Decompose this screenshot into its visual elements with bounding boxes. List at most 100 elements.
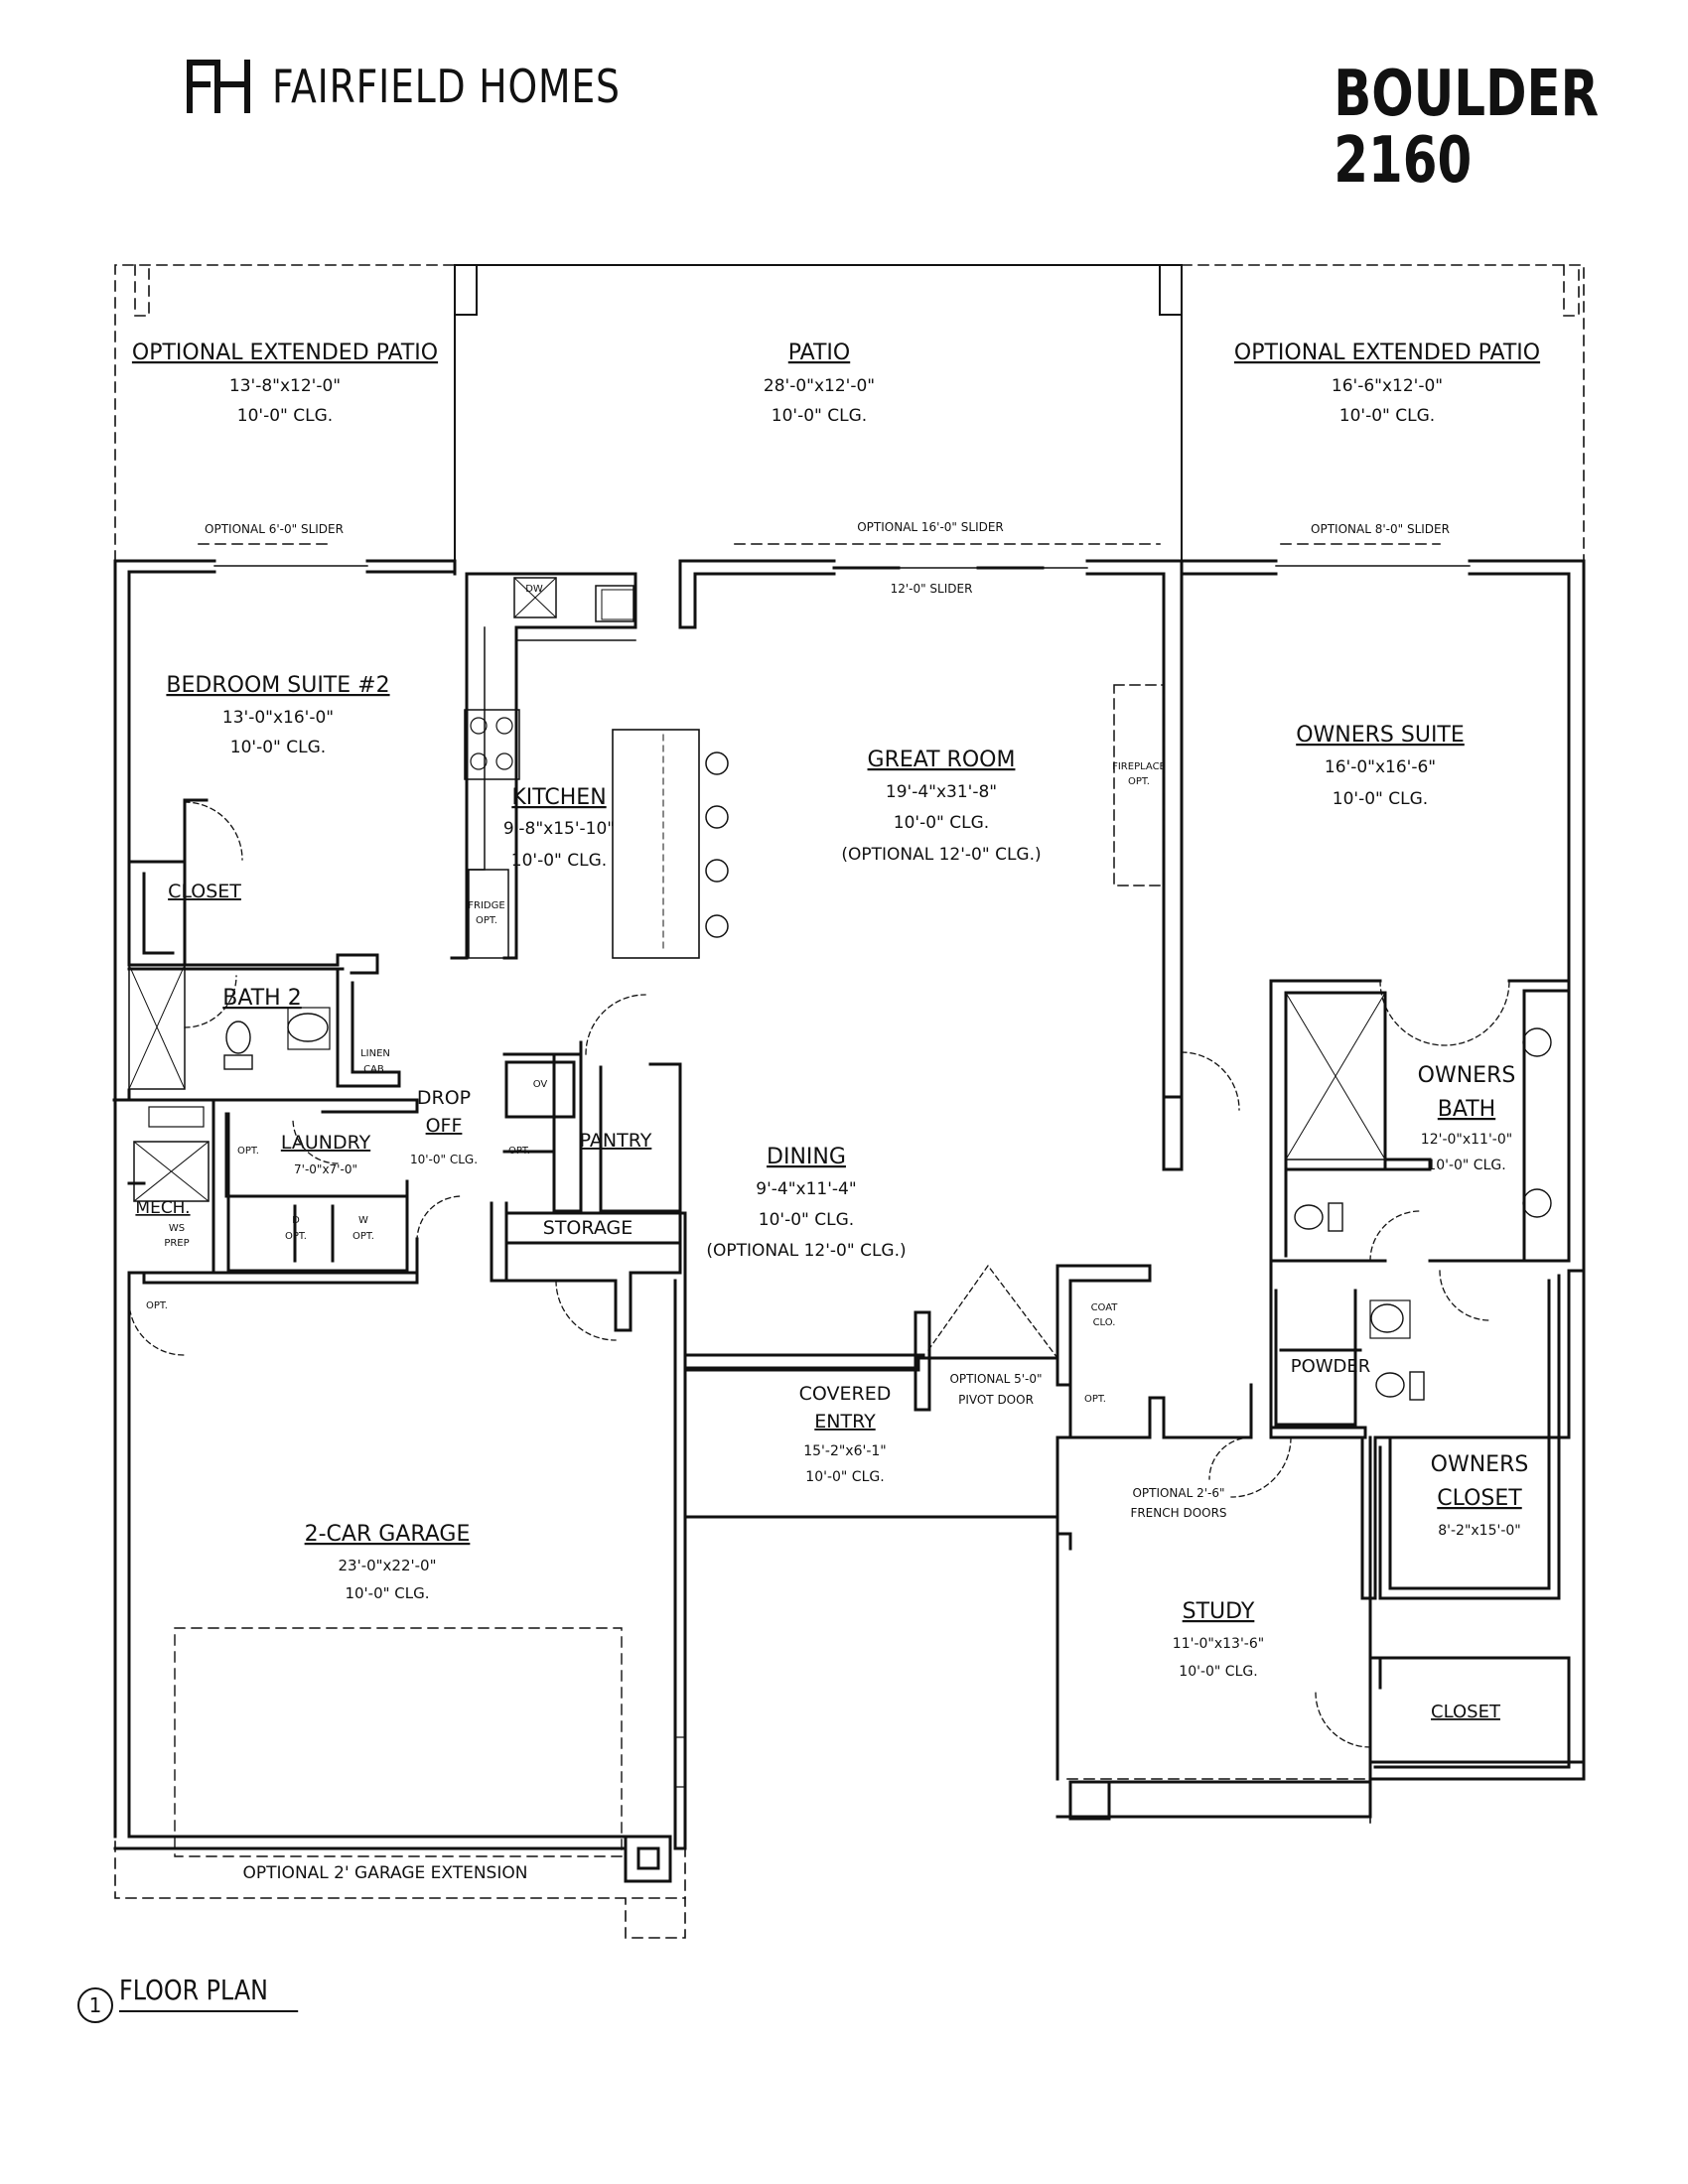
note-dryer-opt: OPT. [285, 1231, 307, 1242]
svg-text:STORAGE: STORAGE [543, 1217, 633, 1239]
svg-text:13'-8"x12'-0": 13'-8"x12'-0" [229, 376, 341, 396]
note-french-1: OPTIONAL 2'-6" [1132, 1486, 1224, 1500]
note-oven: OV [533, 1079, 548, 1090]
svg-text:DINING: DINING [767, 1145, 846, 1169]
svg-text:OPTIONAL EXTENDED PATIO: OPTIONAL EXTENDED PATIO [132, 341, 438, 365]
svg-text:BATH: BATH [1438, 1097, 1495, 1122]
svg-text:OFF: OFF [426, 1115, 463, 1137]
svg-text:2-CAR GARAGE: 2-CAR GARAGE [305, 1522, 471, 1547]
note-fireplace: FIREPLACE [1112, 761, 1166, 772]
svg-text:8'-2"x15'-0": 8'-2"x15'-0" [1438, 1523, 1521, 1539]
svg-text:10'-0" CLG.: 10'-0" CLG. [805, 1469, 884, 1485]
note-garage-extension: OPTIONAL 2' GARAGE EXTENSION [243, 1863, 528, 1883]
room-closet-bed2: CLOSET [168, 881, 241, 902]
note-coat-clo: CLO. [1093, 1317, 1116, 1328]
room-kitchen: KITCHEN 9'-8"x15'-10" 10'-0" CLG. [503, 785, 615, 871]
room-opt-patio-right: OPTIONAL EXTENDED PATIO 16'-6"x12'-0" 10… [1234, 341, 1540, 426]
note-coat: COAT [1091, 1302, 1119, 1313]
svg-text:OWNERS: OWNERS [1418, 1063, 1516, 1088]
note-dw: DW [525, 584, 543, 595]
patio-outline [454, 264, 1183, 562]
room-closet-study: CLOSET [1431, 1702, 1501, 1722]
note-pivot-1: OPTIONAL 5'-0" [949, 1372, 1042, 1386]
svg-text:19'-4"x31'-8": 19'-4"x31'-8" [886, 782, 997, 802]
svg-text:10'-0" CLG.: 10'-0" CLG. [759, 1210, 854, 1230]
svg-text:DROP: DROP [417, 1087, 471, 1109]
svg-text:WS: WS [169, 1223, 185, 1234]
svg-text:STUDY: STUDY [1183, 1599, 1255, 1624]
note-coat-opt: OPT. [1084, 1394, 1106, 1405]
garage-door-outline [174, 1627, 623, 1857]
brand-name: FAIRFIELD HOMES [272, 60, 621, 113]
svg-text:POWDER: POWDER [1291, 1356, 1371, 1377]
note-linen-cab: CAB. [363, 1064, 387, 1075]
note-pivot-2: PIVOT DOOR [958, 1393, 1034, 1407]
svg-text:ENTRY: ENTRY [814, 1411, 876, 1433]
svg-text:MECH.: MECH. [135, 1198, 190, 1218]
note-sink-opt: OPT. [237, 1146, 259, 1157]
note-slider-12: 12'-0" SLIDER [891, 582, 973, 596]
room-great-room: GREAT ROOM 19'-4"x31'-8" 10'-0" CLG. (OP… [841, 748, 1041, 865]
svg-text:15'-2"x6'-1": 15'-2"x6'-1" [803, 1443, 887, 1459]
svg-text:COVERED: COVERED [799, 1383, 892, 1405]
note-garage-opt: OPT. [146, 1300, 168, 1311]
svg-text:10'-0" CLG.: 10'-0" CLG. [410, 1153, 478, 1166]
note-slider-16: OPTIONAL 16'-0" SLIDER [857, 520, 1004, 534]
svg-text:KITCHEN: KITCHEN [511, 785, 606, 810]
svg-text:OWNERS SUITE: OWNERS SUITE [1296, 723, 1465, 748]
room-drop-off: DROP OFF 10'-0" CLG. [410, 1087, 478, 1166]
note-fireplace-opt: OPT. [1128, 776, 1150, 787]
room-pantry: PANTRY [580, 1130, 652, 1152]
svg-text:11'-0"x13'-6": 11'-0"x13'-6" [1173, 1636, 1264, 1652]
room-owners-bath: OWNERS BATH 12'-0"x11'-0" 10'-0" CLG. [1418, 1063, 1516, 1173]
room-owners-suite: OWNERS SUITE 16'-0"x16'-6" 10'-0" CLG. [1296, 723, 1465, 809]
room-powder: POWDER [1291, 1356, 1371, 1377]
note-slider-6: OPTIONAL 6'-0" SLIDER [205, 522, 344, 536]
opt-patio-right-outline [1181, 264, 1585, 562]
room-patio: PATIO 28'-0"x12'-0" 10'-0" CLG. [764, 341, 875, 426]
svg-text:BEDROOM SUITE #2: BEDROOM SUITE #2 [166, 673, 389, 698]
plan-caption: 1 FLOOR PLAN [77, 1974, 330, 2023]
svg-text:LAUNDRY: LAUNDRY [281, 1132, 371, 1154]
svg-text:PANTRY: PANTRY [580, 1130, 652, 1152]
svg-text:9'-8"x15'-10": 9'-8"x15'-10" [503, 819, 615, 839]
svg-text:10'-0" CLG.: 10'-0" CLG. [772, 406, 867, 426]
brand: FAIRFIELD HOMES [185, 58, 697, 115]
svg-text:PREP: PREP [164, 1238, 189, 1249]
plan-number: 1 [77, 1987, 113, 2023]
svg-text:10'-0" CLG.: 10'-0" CLG. [345, 1584, 429, 1602]
plan-title: FLOOR PLAN [119, 1974, 299, 2012]
room-study: STUDY 11'-0"x13'-6" 10'-0" CLG. [1173, 1599, 1264, 1680]
note-slider-8: OPTIONAL 8'-0" SLIDER [1311, 522, 1450, 536]
room-covered-entry: COVERED ENTRY 15'-2"x6'-1" 10'-0" CLG. [799, 1383, 892, 1485]
svg-text:16'-0"x16'-6": 16'-0"x16'-6" [1325, 757, 1436, 777]
svg-text:16'-6"x12'-0": 16'-6"x12'-0" [1332, 376, 1443, 396]
svg-text:10'-0" CLG.: 10'-0" CLG. [1339, 406, 1435, 426]
svg-text:CLOSET: CLOSET [1437, 1486, 1522, 1511]
room-mech: MECH. WS PREP [135, 1198, 190, 1249]
note-fridge-opt: OPT. [476, 915, 497, 926]
svg-text:CLOSET: CLOSET [168, 881, 241, 902]
svg-text:OPTIONAL EXTENDED PATIO: OPTIONAL EXTENDED PATIO [1234, 341, 1540, 365]
model-name: BOULDER [1334, 58, 1599, 131]
svg-text:7'-0"x7'-0": 7'-0"x7'-0" [294, 1162, 357, 1176]
note-french-2: FRENCH DOORS [1130, 1506, 1226, 1520]
svg-text:GREAT ROOM: GREAT ROOM [868, 748, 1016, 772]
svg-text:(OPTIONAL 12'-0" CLG.): (OPTIONAL 12'-0" CLG.) [841, 845, 1041, 865]
room-dining: DINING 9'-4"x11'-4" 10'-0" CLG. (OPTIONA… [706, 1145, 906, 1261]
room-opt-patio-left: OPTIONAL EXTENDED PATIO 13'-8"x12'-0" 10… [132, 341, 438, 426]
model-number: 2160 [1334, 124, 1473, 199]
svg-text:10'-0" CLG.: 10'-0" CLG. [511, 851, 607, 871]
note-washer: W [358, 1215, 368, 1226]
svg-text:13'-0"x16'-0": 13'-0"x16'-0" [222, 708, 334, 728]
svg-text:10'-0" CLG.: 10'-0" CLG. [230, 738, 326, 757]
svg-text:(OPTIONAL 12'-0" CLG.): (OPTIONAL 12'-0" CLG.) [706, 1241, 906, 1261]
svg-text:10'-0" CLG.: 10'-0" CLG. [894, 813, 989, 833]
svg-text:CLOSET: CLOSET [1431, 1702, 1501, 1722]
svg-text:12'-0"x11'-0": 12'-0"x11'-0" [1421, 1132, 1512, 1148]
room-bedroom-2: BEDROOM SUITE #2 13'-0"x16'-0" 10'-0" CL… [166, 673, 389, 757]
svg-text:23'-0"x22'-0": 23'-0"x22'-0" [338, 1557, 436, 1574]
svg-text:10'-0" CLG.: 10'-0" CLG. [1179, 1664, 1257, 1680]
room-garage: 2-CAR GARAGE 23'-0"x22'-0" 10'-0" CLG. [305, 1522, 471, 1602]
